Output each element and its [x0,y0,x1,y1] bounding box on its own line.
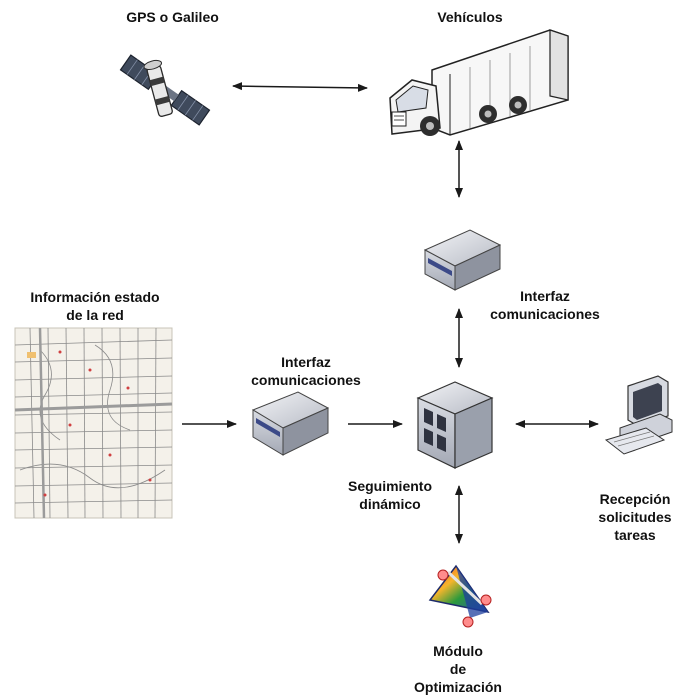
vehicles-label-text: Vehículos [437,9,503,25]
interface-top-line1: Interfaz [520,288,570,304]
reception-line2: solicitudes [598,509,672,525]
interface-left-label: Interfaz comunicaciones [238,353,374,389]
truck-icon [389,29,569,136]
router-box-icon-left [251,391,330,456]
satellite-icon [119,54,211,126]
gps-label: GPS o Galileo [110,8,235,26]
network-info-label: Información estado de la red [5,288,185,324]
reception-line1: Recepción [599,491,671,507]
reception-line3: tareas [614,527,656,543]
server-icon [416,381,494,469]
gps-label-text: GPS o Galileo [126,9,219,25]
router-box-icon-top [423,229,502,291]
tracking-line2: dinámico [359,496,421,512]
optimization-line2: de [449,661,467,677]
vehicles-label: Vehículos [420,8,520,26]
desktop-computer-icon [604,375,673,455]
interface-left-line1: Interfaz [281,354,331,370]
interface-top-line2: comunicaciones [490,306,600,322]
tracking-line1: Seguimiento [347,478,432,494]
interface-left-line2: comunicaciones [251,372,361,388]
interface-top-label: Interfaz comunicaciones [475,287,615,323]
network-info-line1: Información estado [30,289,160,305]
arrow-gps-vehicles [232,82,368,92]
reception-label: Recepción solicitudes tareas [590,490,680,544]
street-map-icon [14,327,173,519]
optimization-line1: Módulo [433,643,483,659]
network-info-line2: de la red [66,307,124,323]
optimization-line3: Optimización [414,679,502,695]
optimization-module-icon [428,564,492,628]
optimization-label: Módulo de Optimización [398,642,518,696]
tracking-label: Seguimiento dinámico [330,477,450,513]
